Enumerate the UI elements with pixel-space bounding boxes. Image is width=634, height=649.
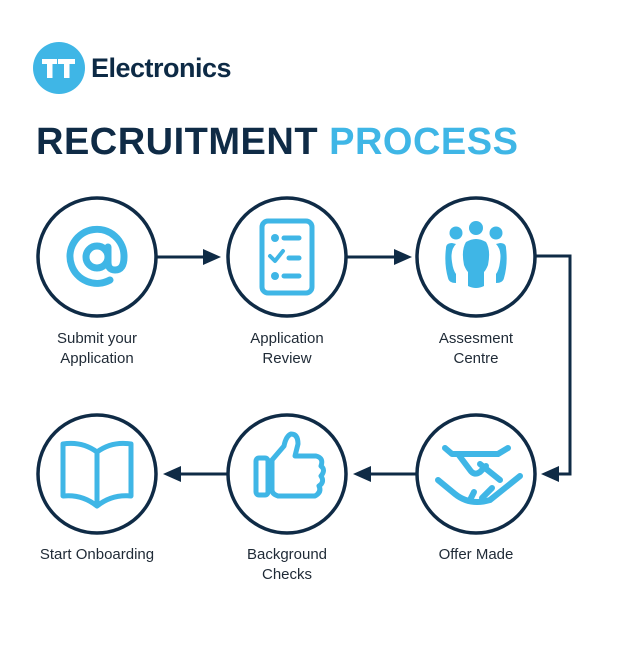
step-circle-submit-application — [36, 196, 158, 318]
connector-3-4 — [536, 254, 572, 482]
tt-logo-mark — [33, 42, 85, 94]
connector-5-6 — [163, 466, 227, 482]
arrow-head-icon — [163, 466, 181, 482]
step-circle-offer-made — [415, 413, 537, 535]
thumbs-up-icon — [253, 431, 326, 499]
title-part-recruitment: RECRUITMENT — [36, 121, 319, 163]
step-circle-start-onboarding — [36, 413, 158, 535]
step-label-assessment-centre: Assesment Centre — [391, 329, 561, 369]
connector-4-5 — [353, 466, 416, 482]
step-circle-background-checks — [226, 413, 348, 535]
arrow-head-icon — [541, 466, 559, 482]
company-logo: Electronics — [33, 42, 232, 94]
title-part-process: PROCESS — [329, 121, 519, 163]
at-sign-icon — [66, 225, 128, 287]
step-label-start-onboarding: Start Onboarding — [12, 545, 182, 565]
arrow-head-icon — [353, 466, 371, 482]
step-circle-application-review — [226, 196, 348, 318]
step-label-background-checks: Background Checks — [202, 545, 372, 585]
connector-2-3 — [347, 249, 412, 265]
page-title: RECRUITMENT PROCESS — [36, 121, 518, 164]
step-label-submit-application: Submit your Application — [12, 329, 182, 369]
step-label-line: Centre — [453, 350, 499, 367]
people-group-icon — [445, 221, 507, 288]
step-label-line: Review — [262, 350, 312, 367]
arrow-head-icon — [203, 249, 221, 265]
step-label-line: Assesment — [438, 330, 514, 347]
arrow-head-icon — [394, 249, 412, 265]
step-label-line: Submit your — [56, 330, 138, 347]
step-circle-assessment-centre — [415, 196, 537, 318]
open-book-icon — [60, 440, 134, 509]
tt-logo-icon — [42, 59, 75, 78]
step-label-line: Checks — [261, 566, 313, 583]
step-label-line: Application — [60, 350, 134, 367]
handshake-icon — [435, 445, 523, 505]
step-label-line: Application — [250, 330, 324, 347]
step-label-line: Offer Made — [438, 546, 514, 563]
step-label-offer-made: Offer Made — [391, 545, 561, 565]
checklist-icon — [259, 218, 315, 296]
logo-wordmark: Electronics — [91, 52, 232, 83]
connector-1-2 — [157, 249, 221, 265]
step-label-line: Start Onboarding — [39, 546, 155, 563]
step-label-application-review: Application Review — [202, 329, 372, 369]
step-label-line: Background — [246, 546, 328, 563]
